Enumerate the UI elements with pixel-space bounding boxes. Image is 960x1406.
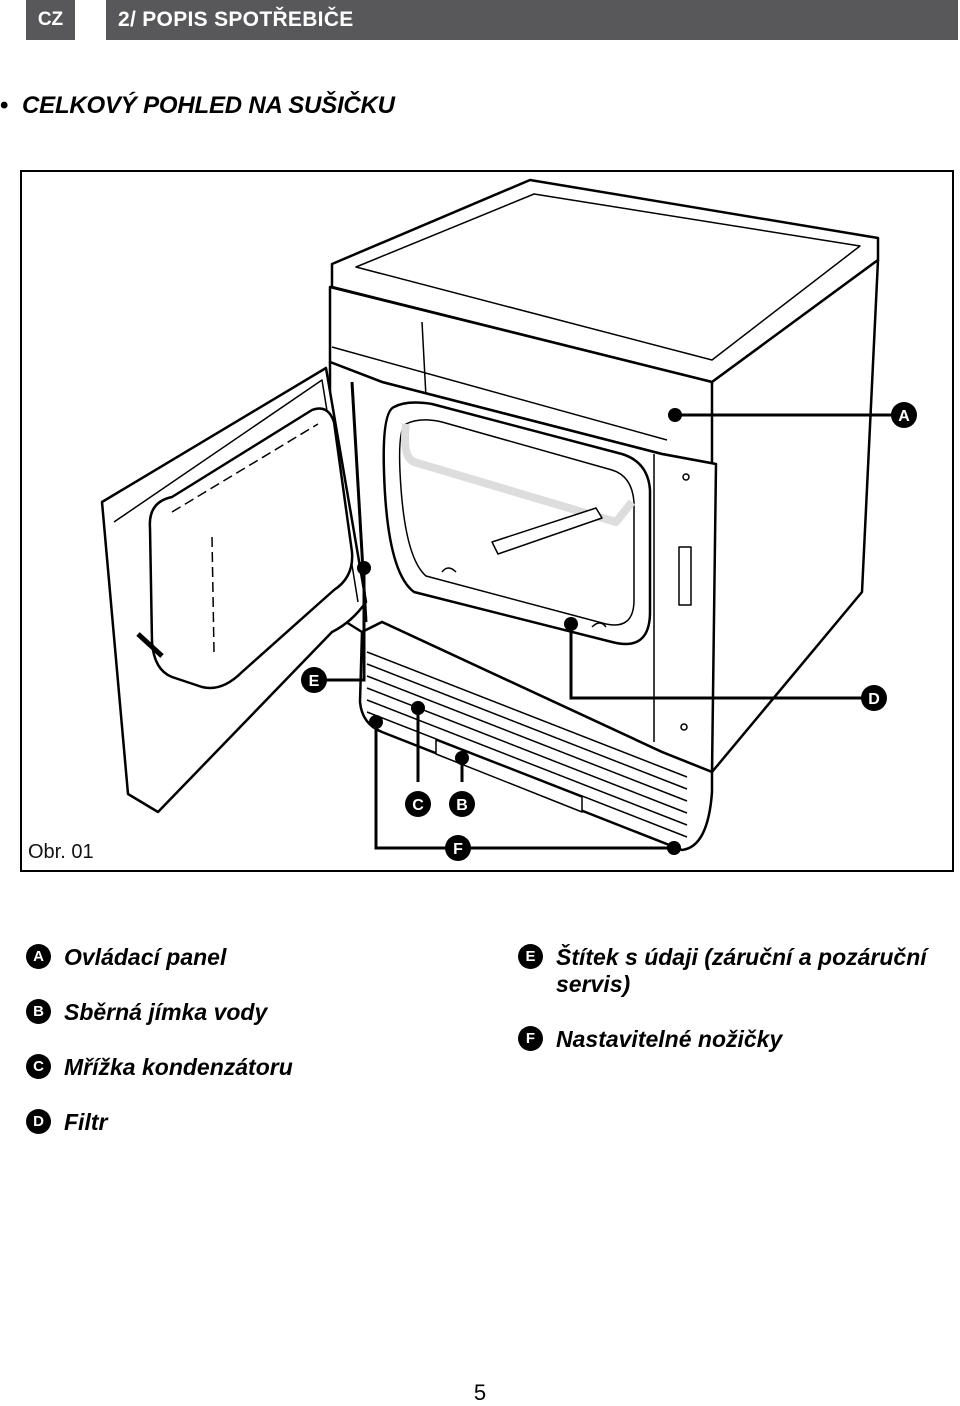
legend-badge-f: F: [518, 1026, 543, 1051]
page-number: 5: [473, 1380, 487, 1405]
dryer-illustration-frame: A D E C B F Obr. 01: [20, 170, 954, 872]
callout-label-c: C: [412, 797, 424, 814]
language-tab: CZ: [26, 0, 75, 40]
legend-badge-a: A: [26, 944, 51, 969]
legend-item-b: B Sběrná jímka vody: [26, 999, 267, 1026]
callout-label-d: D: [868, 691, 880, 708]
chapter-header: 2/ POPIS SPOTŘEBIČE: [106, 0, 958, 40]
legend-item-d: D Filtr: [26, 1109, 107, 1136]
figure-caption: Obr. 01: [28, 841, 94, 863]
dryer-illustration: A D E C B F: [100, 178, 917, 861]
callout-badge-d: [861, 685, 887, 711]
legend-text-a: Ovládací panel: [64, 944, 227, 970]
callout-label-a: A: [898, 408, 910, 425]
legend-item-a: A Ovládací panel: [26, 944, 226, 971]
callout-label-e: E: [309, 673, 320, 690]
section-title: CELKOVÝ POHLED NA SUŠIČKU: [22, 92, 395, 119]
legend-badge-d: D: [26, 1109, 51, 1134]
section-heading: • CELKOVÝ POHLED NA SUŠIČKU: [0, 92, 395, 120]
callout-badge-e: [301, 667, 327, 693]
callout-label-b: B: [456, 797, 468, 814]
legend-item-c: C Mřížka kondenzátoru: [26, 1054, 293, 1081]
legend-text-e: Štítek s údaji (záruční a pozáruční serv…: [556, 944, 927, 997]
callout-label-f: F: [453, 841, 463, 858]
legend-badge-e: E: [518, 944, 543, 969]
legend-text-f: Nastavitelné nožičky: [556, 1026, 783, 1052]
callout-badge-a: [891, 402, 917, 428]
legend-badge-b: B: [26, 999, 51, 1024]
legend-item-e: E Štítek s údaji (záruční a pozáruční se…: [518, 944, 958, 998]
legend-item-f: F Nastavitelné nožičky: [518, 1026, 782, 1053]
bullet-icon: •: [0, 92, 9, 119]
callout-badge-f: [445, 835, 471, 861]
legend-text-d: Filtr: [64, 1109, 108, 1135]
callout-badge-b: [449, 791, 475, 817]
callout-badge-c: [405, 791, 431, 817]
chapter-title: 2/ POPIS SPOTŘEBIČE: [118, 8, 354, 31]
language-label: CZ: [37, 9, 64, 30]
legend-text-c: Mřížka kondenzátoru: [64, 1054, 293, 1080]
legend-badge-c: C: [26, 1054, 51, 1079]
legend-text-b: Sběrná jímka vody: [64, 999, 268, 1025]
